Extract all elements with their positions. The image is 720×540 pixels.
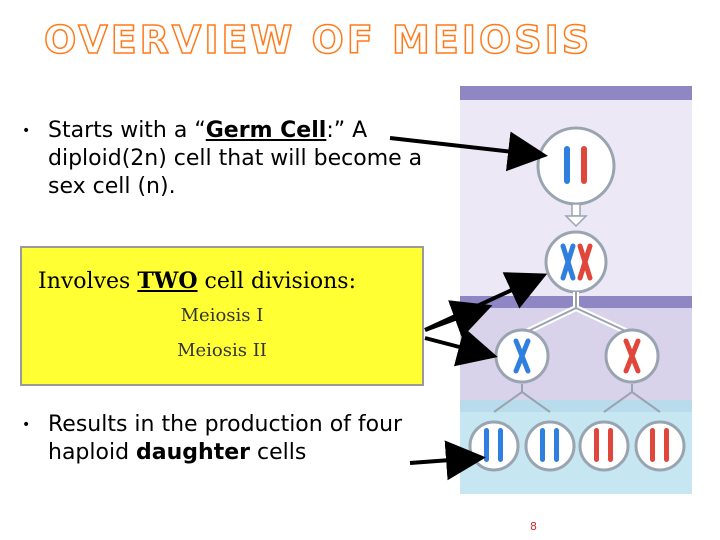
bullet1-prefix: Starts with a “ bbox=[48, 118, 206, 143]
daughter-cell-3 bbox=[578, 420, 630, 472]
bullet-dot: • bbox=[22, 123, 31, 139]
two-emphasis: TWO bbox=[137, 268, 198, 294]
meiosis-one-cell-right bbox=[604, 328, 660, 384]
duplicated-cell bbox=[544, 230, 608, 294]
page-number: 8 bbox=[530, 520, 537, 533]
germ-cell-term: Germ Cell bbox=[205, 118, 327, 143]
bullet1-suffix: :” A diploid(2n) cell that will become a… bbox=[48, 118, 423, 199]
bullet-daughter-cells: • Results in the production of four hapl… bbox=[22, 411, 428, 467]
daughter-cell-4 bbox=[634, 420, 686, 472]
box-prefix: Involves bbox=[38, 269, 138, 294]
connector-left bbox=[493, 384, 551, 413]
bullet-dot: • bbox=[22, 417, 31, 433]
cell-divisions-heading: Involves TWO cell divisions: bbox=[38, 268, 356, 294]
box-suffix: cell divisions: bbox=[197, 269, 356, 294]
daughter-cell-1 bbox=[468, 420, 520, 472]
germ-cell bbox=[536, 126, 616, 206]
meiosis-one-label: Meiosis I bbox=[180, 305, 264, 326]
bullet3-prefix: Results in the production of four haploi… bbox=[48, 412, 403, 465]
down-arrow-icon bbox=[564, 203, 588, 228]
band-divider-two bbox=[460, 400, 692, 412]
meiosis-diagram bbox=[460, 86, 692, 494]
bullet3-suffix: cells bbox=[250, 440, 307, 465]
bullet-germ-cell: • Starts with a “Germ Cell:” A diploid(2… bbox=[22, 117, 428, 201]
meiosis-two-label: Meiosis II bbox=[177, 340, 267, 361]
cell-divisions-box: Involves TWO cell divisions: Meiosis I M… bbox=[20, 246, 424, 386]
daughter-term: daughter bbox=[136, 440, 250, 465]
connector-right bbox=[603, 384, 661, 413]
band-top bbox=[460, 86, 692, 100]
meiosis-one-cell-left bbox=[494, 328, 550, 384]
slide-title: OVERVIEW OF MEIOSIS bbox=[43, 17, 593, 63]
daughter-cell-2 bbox=[524, 420, 576, 472]
